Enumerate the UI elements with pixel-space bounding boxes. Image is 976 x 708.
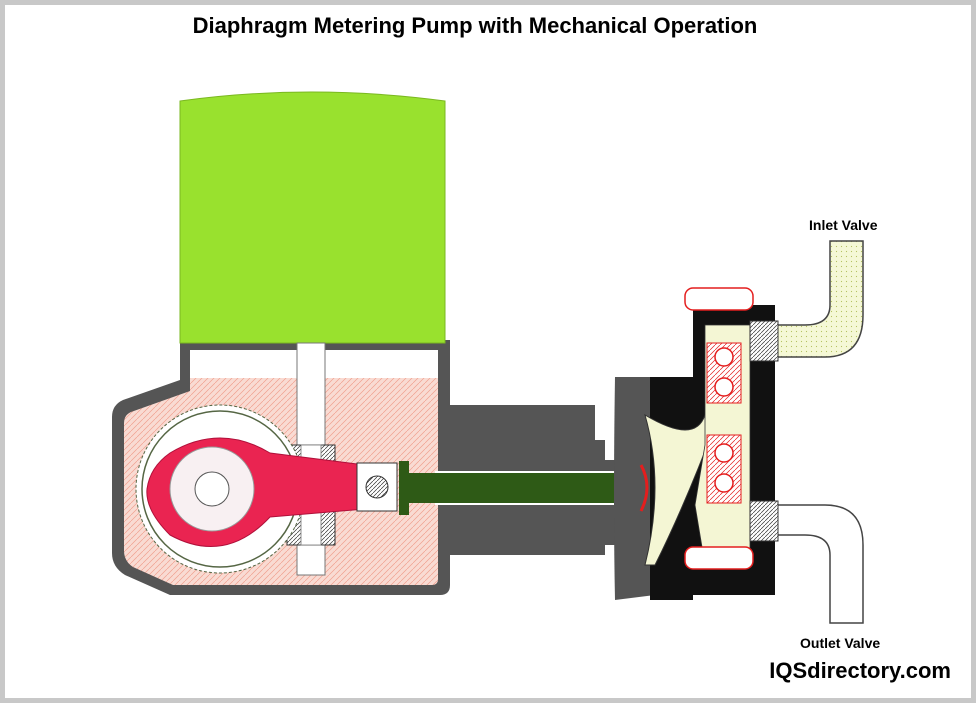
outlet-valve-label: Outlet Valve (800, 635, 881, 651)
diaphragm (644, 413, 716, 566)
push-rod (399, 473, 647, 503)
outlet-fitting (749, 500, 779, 542)
brand-logo-text: IQSdirectory.com (769, 658, 951, 683)
diaphragm-face (639, 464, 649, 512)
inlet-valve-label: Inlet Valve (809, 217, 878, 233)
pump-diagram (112, 91, 864, 624)
outlet-pipe (774, 504, 864, 624)
inlet-ball-2 (714, 377, 734, 397)
pump-head-outer (614, 377, 655, 600)
top-nut (684, 287, 754, 311)
push-rod-collar (399, 461, 409, 515)
wrist-pin (365, 475, 389, 499)
outlet-ball-2 (714, 473, 734, 493)
bottom-nut (684, 546, 754, 570)
crank-bore (194, 471, 230, 507)
motor-body (179, 91, 446, 344)
diagram-title: Diaphragm Metering Pump with Mechanical … (192, 13, 758, 38)
inlet-fitting (749, 320, 779, 362)
inlet-pipe (774, 240, 864, 358)
outlet-ball-1 (714, 443, 734, 463)
inlet-ball-1 (714, 347, 734, 367)
